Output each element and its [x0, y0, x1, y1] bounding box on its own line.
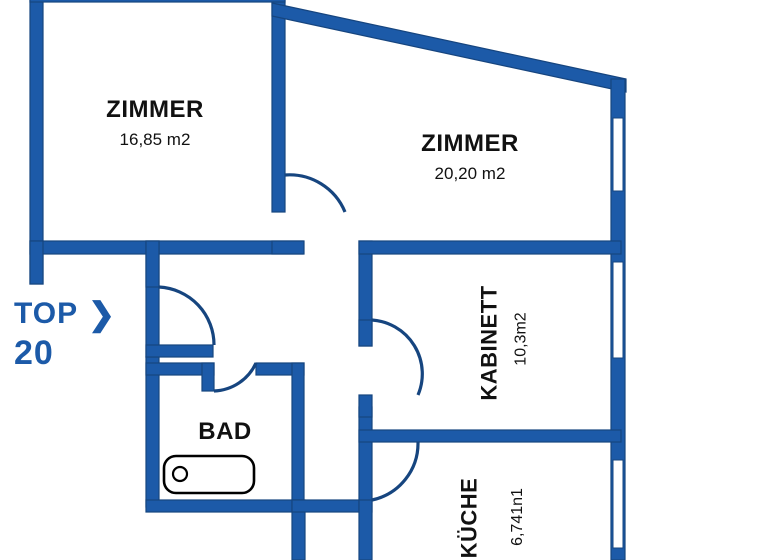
door-kueche-arc: [371, 441, 420, 502]
door-bad-arc: [213, 362, 258, 393]
wall-stub-left-jamb: [29, 240, 44, 285]
wall-hall-bottom-right: [291, 499, 361, 513]
walls-group: [29, 0, 627, 560]
room-name-kabinett-wrap: KABINETT: [477, 285, 503, 400]
wall-kabinett-top: [358, 240, 622, 255]
wall-exterior-top-left: [29, 0, 286, 3]
wall-exterior-top-sloped: [271, 2, 627, 93]
wall-kabinett-kueche-divider: [358, 429, 622, 443]
room-area-kabinett-wrap: 10,3m2: [513, 312, 531, 365]
room-name-kueche: KÜCHE: [456, 477, 482, 559]
unit-badge-prefix: TOP: [14, 297, 79, 330]
wall-bad-jamb: [201, 362, 215, 392]
wall-interior-zimmer1-bottom: [271, 240, 305, 255]
door-arcs-group: [158, 173, 424, 502]
wall-bad-bottom: [145, 499, 305, 513]
wall-bad-right: [291, 362, 305, 512]
chevron-right-icon: ❯: [88, 296, 116, 332]
wall-interior-vertical-zimmer-divider: [271, 0, 286, 213]
window-right-2: [612, 261, 624, 359]
unit-badge: TOP ❯ 20: [14, 298, 116, 370]
unit-badge-line-1: TOP ❯: [14, 298, 116, 330]
unit-badge-number: 20: [14, 334, 54, 372]
wall-interior-hall-top-left: [29, 240, 304, 255]
door-zimmer-1-arc: [284, 173, 347, 213]
door-entry-hall-arc: [158, 285, 216, 346]
room-area-kabinett: 10,3m2: [512, 312, 530, 366]
wall-kueche-left-lower: [358, 499, 373, 560]
wall-kabinett-door-jamb-lower: [358, 394, 373, 418]
wall-kabinett-left-lower: [358, 406, 373, 513]
wall-hall-jamb-mid: [145, 344, 214, 358]
room-area-kueche-wrap: 6,741n1: [509, 488, 527, 546]
wall-hall-door-jamb-top: [145, 240, 160, 288]
window-right-3: [612, 459, 624, 549]
room-name-kueche-wrap: KÜCHE: [456, 478, 482, 559]
bathtub-fixture: [162, 454, 256, 495]
door-kabinett-arc: [371, 318, 424, 396]
wall-kabinett-door-jamb-upper: [358, 319, 373, 347]
room-name-kabinett: KABINETT: [476, 285, 502, 401]
wall-interior-hall-left-lower: [145, 356, 160, 508]
window-right-1: [612, 117, 624, 192]
room-area-kueche: 6,741n1: [508, 488, 526, 546]
